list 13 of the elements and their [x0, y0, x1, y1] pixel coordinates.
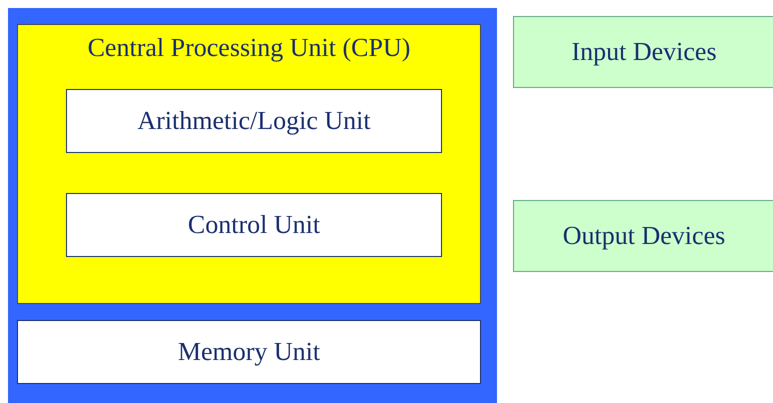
- cpu-panel: [17, 24, 481, 304]
- unit-box: [66, 89, 442, 153]
- device-box: [513, 200, 773, 272]
- unit-label: Input Devices: [570, 37, 718, 67]
- device-box: [513, 16, 773, 88]
- unit-label: Arithmetic/Logic Unit: [136, 106, 372, 136]
- unit-label: Output Devices: [562, 221, 726, 251]
- unit-label: Memory Unit: [176, 337, 322, 367]
- unit-label: Control Unit: [186, 210, 322, 240]
- unit-box: [17, 320, 481, 384]
- unit-box: [66, 193, 442, 257]
- panel-title: Central Processing Unit (CPU): [86, 33, 412, 63]
- frame-box: [8, 8, 497, 403]
